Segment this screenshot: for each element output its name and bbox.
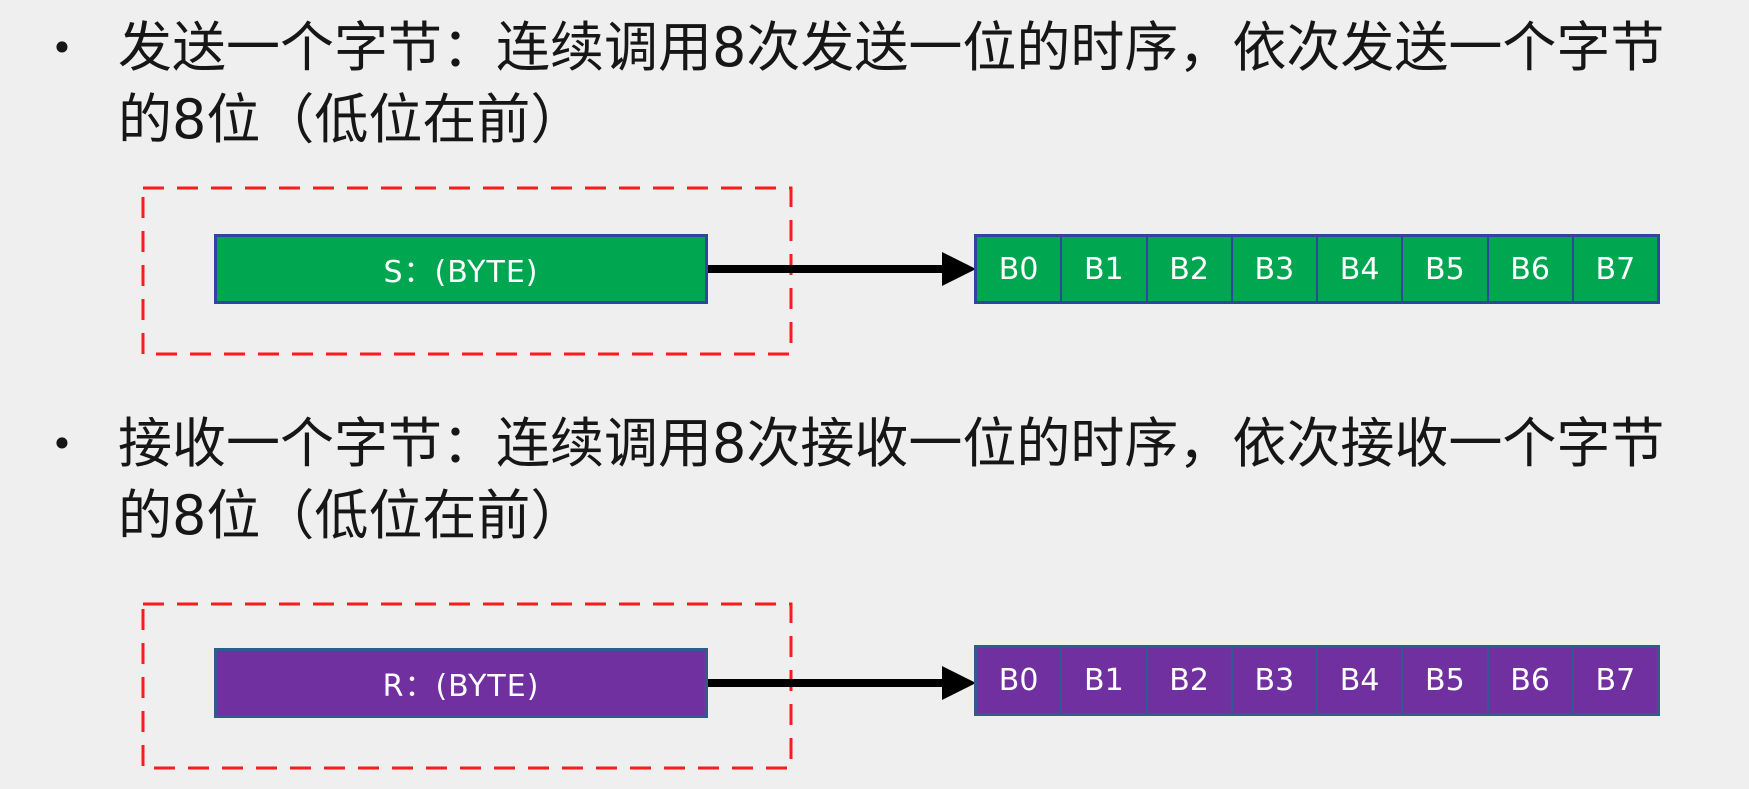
receive-bit-row: B0 B1 B2 B3 B4 B5 B6 B7 bbox=[974, 645, 1660, 716]
bullet-text-send: 发送一个字节：连续调用8次发送一位的时序，依次发送一个字节 的8位（低位在前） bbox=[118, 12, 1748, 156]
bullet-send-line2: 的8位（低位在前） bbox=[118, 88, 585, 151]
bit-cell-send-b0: B0 bbox=[977, 237, 1061, 301]
receive-byte-box-label: R：(BYTE) bbox=[382, 669, 540, 704]
bit-cell-send-b1: B1 bbox=[1060, 237, 1146, 301]
send-byte-box: S：(BYTE) bbox=[214, 234, 708, 304]
receive-arrow-head bbox=[942, 666, 976, 700]
bit-cell-receive-b6: B6 bbox=[1486, 648, 1572, 713]
bit-cell-send-b2: B2 bbox=[1145, 237, 1231, 301]
bit-cell-receive-b7: B7 bbox=[1571, 648, 1657, 713]
bit-cell-receive-b0: B0 bbox=[977, 648, 1061, 713]
bullet-marker: • bbox=[50, 422, 74, 466]
bit-cell-send-b7: B7 bbox=[1571, 237, 1657, 301]
bullet-receive-line1: 接收一个字节：连续调用8次接收一位的时序，依次接收一个字节 bbox=[118, 412, 1665, 475]
bit-cell-receive-b4: B4 bbox=[1316, 648, 1402, 713]
bullet-send-line1: 发送一个字节：连续调用8次发送一位的时序，依次发送一个字节 bbox=[118, 16, 1665, 79]
bullet-text-receive: 接收一个字节：连续调用8次接收一位的时序，依次接收一个字节 的8位（低位在前） bbox=[118, 408, 1748, 552]
bit-cell-receive-b1: B1 bbox=[1060, 648, 1146, 713]
bit-cell-send-b6: B6 bbox=[1486, 237, 1572, 301]
bit-cell-send-b5: B5 bbox=[1401, 237, 1487, 301]
bit-cell-receive-b2: B2 bbox=[1145, 648, 1231, 713]
receive-arrow-right-icon bbox=[708, 666, 976, 700]
bit-cell-receive-b5: B5 bbox=[1401, 648, 1487, 713]
send-arrow-right-icon bbox=[708, 252, 976, 286]
send-byte-box-label: S：(BYTE) bbox=[383, 255, 539, 290]
bullet-marker: • bbox=[50, 26, 74, 70]
bit-cell-receive-b3: B3 bbox=[1230, 648, 1316, 713]
bullet-receive-line2: 的8位（低位在前） bbox=[118, 484, 585, 547]
send-arrow-head bbox=[942, 252, 976, 286]
receive-byte-box: R：(BYTE) bbox=[214, 648, 708, 718]
send-bit-row: B0 B1 B2 B3 B4 B5 B6 B7 bbox=[974, 234, 1660, 304]
bit-cell-send-b3: B3 bbox=[1230, 237, 1316, 301]
bit-cell-send-b4: B4 bbox=[1316, 237, 1402, 301]
